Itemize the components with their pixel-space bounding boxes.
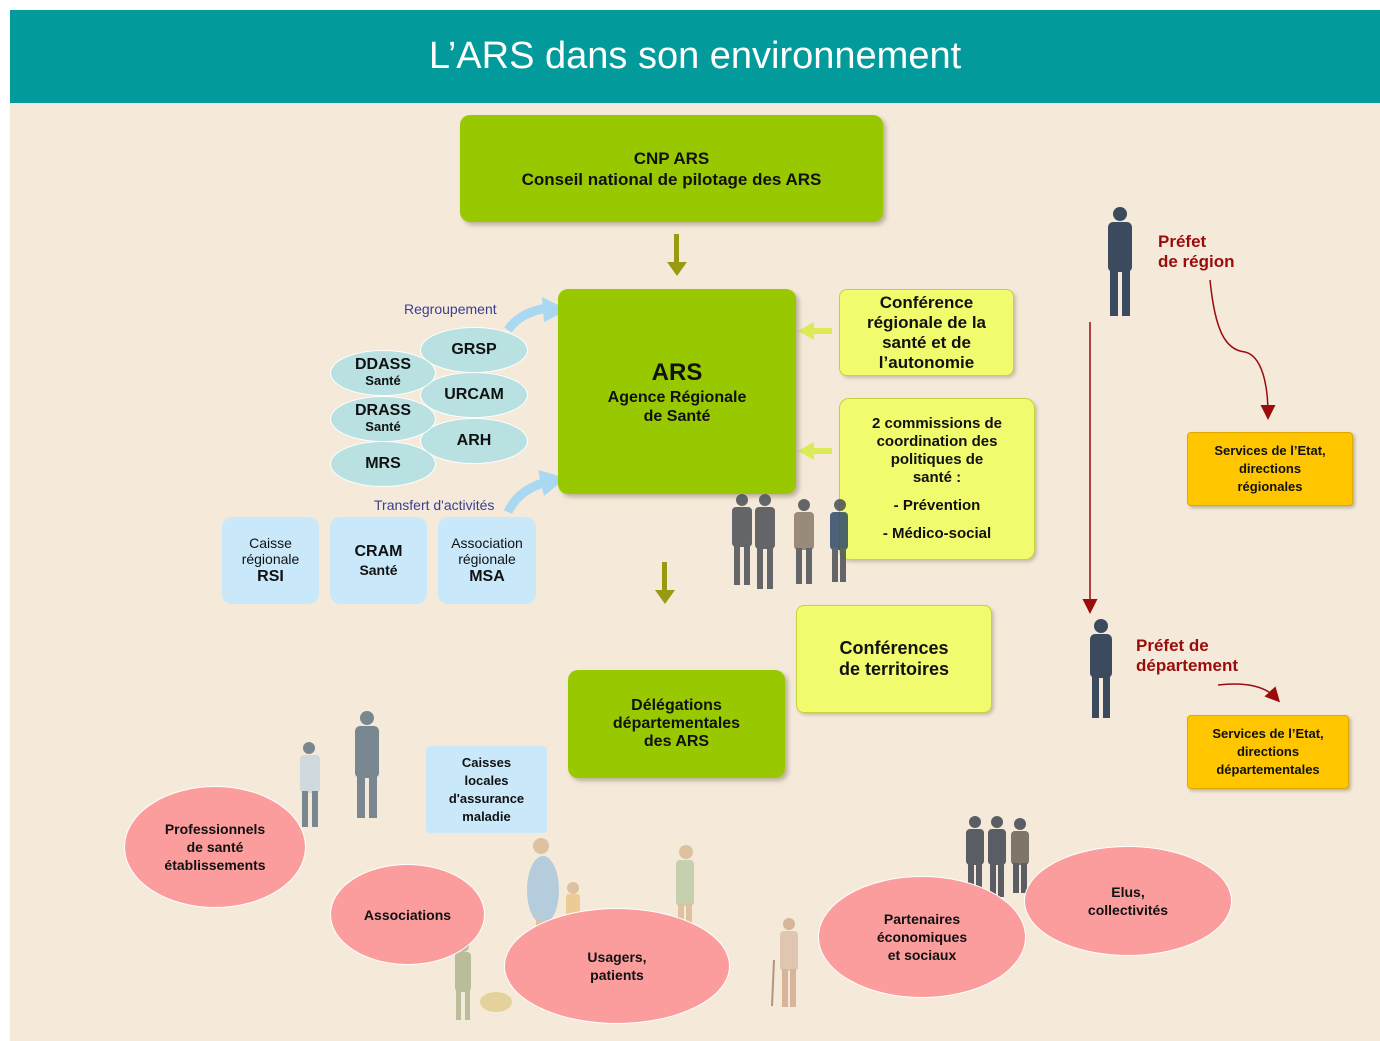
caisses-locales-line1: Caisses	[461, 754, 512, 770]
regroupement-arrow	[504, 297, 568, 333]
conference-line1: Conférence	[879, 292, 974, 312]
usagers-oval: Usagers, patients	[504, 908, 730, 1024]
elus-line2: collectivités	[1087, 902, 1169, 918]
services-regionaux-line3: régionales	[1237, 479, 1303, 494]
commissions-line4: santé :	[912, 469, 962, 486]
conferences-territoires-line1: Conférences	[839, 638, 949, 658]
urcam-label: URCAM	[444, 386, 504, 403]
ars-box: ARS Agence Régionale de Santé	[558, 289, 796, 494]
cnp-fullname: Conseil national de pilotage des ARS	[521, 169, 822, 189]
professionnels-line2: de santé	[186, 839, 244, 855]
transfert-label: Transfert d'activités	[374, 497, 495, 513]
cnp-acronym: CNP ARS	[633, 148, 710, 168]
ars-fullname-line1: Agence Régionale	[607, 388, 747, 406]
delegations-box: Délégations départementales des ARS	[568, 670, 785, 778]
professionnels-oval: Professionnels de santé établissements	[124, 786, 306, 908]
ars-acronym: ARS	[651, 358, 703, 386]
rsi-name: RSI	[257, 567, 284, 585]
partenaires-line2: économiques	[876, 929, 968, 945]
conferences-territoires-line2: de territoires	[838, 659, 950, 679]
commissions-item-medico-social: - Médico-social	[882, 525, 992, 542]
elus-oval: Elus, collectivités	[1024, 846, 1232, 956]
services-regionaux-line2: directions	[1238, 461, 1302, 476]
delegations-line1: Délégations	[631, 697, 722, 714]
conferences-territoires-box: Conférences de territoires	[796, 605, 992, 713]
msa-line1: Association	[451, 534, 523, 551]
prefet-region-curve	[1209, 279, 1276, 420]
partenaires-line1: Partenaires	[883, 911, 961, 927]
services-departementaux-line2: directions	[1236, 744, 1300, 759]
ddass-label: DDASS	[354, 356, 411, 373]
commissions-line3: politiques de	[890, 451, 984, 468]
delegations-line3: des ARS	[643, 733, 710, 750]
commissions-box: 2 commissions de coordination des politi…	[839, 398, 1035, 560]
cram-name: CRAM	[354, 542, 403, 560]
mrs-label: MRS	[365, 455, 401, 472]
prefet-region-line1: Préfet	[1158, 232, 1207, 251]
arh-oval: ARH	[420, 418, 528, 464]
services-regionaux-line1: Services de l’Etat,	[1214, 443, 1326, 458]
conference-regionale-box: Conférence régionale de la santé et de l…	[839, 289, 1014, 376]
professionnels-line3: établissements	[164, 857, 266, 873]
prefet-departement-label: Préfet de département	[1136, 636, 1238, 676]
rsi-line1: Caisse	[249, 534, 292, 551]
conference-line4: l’autonomie	[878, 352, 975, 372]
prefet-region-line2: de région	[1158, 252, 1235, 271]
prefet-departement-curve	[1217, 683, 1281, 703]
urcam-oval: URCAM	[420, 372, 528, 418]
grsp-label: GRSP	[451, 341, 497, 358]
arh-label: ARH	[456, 432, 492, 449]
conference-line2: régionale de la	[866, 312, 987, 332]
services-departementaux-box: Services de l’Etat, directions départeme…	[1187, 715, 1349, 789]
left-arrow-commissions	[798, 442, 832, 460]
ddass-sub: Santé	[365, 373, 401, 388]
usagers-line2: patients	[590, 967, 644, 983]
rsi-line2: régionale	[241, 550, 300, 567]
delegations-line2: départementales	[612, 715, 741, 732]
caisses-locales-line2: locales	[464, 772, 509, 788]
caisses-locales-line4: maladie	[462, 808, 511, 824]
regroupement-label: Regroupement	[404, 301, 497, 317]
drass-label: DRASS	[354, 402, 411, 419]
associations-label: Associations	[363, 906, 452, 923]
title-text: L’ARS dans son environnement	[428, 35, 962, 77]
commissions-item-prevention: - Prévention	[893, 497, 981, 514]
down-arrow-ars	[655, 562, 675, 604]
msa-name: MSA	[469, 567, 505, 585]
drass-sub: Santé	[365, 419, 401, 434]
services-regionaux-box: Services de l’Etat, directions régionale…	[1187, 432, 1353, 506]
drass-oval: DRASS Santé	[330, 396, 436, 442]
ars-fullname-line2: de Santé	[643, 407, 711, 425]
prefet-region-label: Préfet de région	[1158, 232, 1235, 272]
cram-box: CRAM Santé	[330, 517, 427, 604]
conference-line3: santé et de	[882, 332, 971, 352]
caisses-locales-line3: d'assurance	[448, 790, 525, 806]
commissions-line2: coordination des	[876, 433, 998, 450]
commissions-line1: 2 commissions de	[871, 415, 1003, 432]
caisses-locales-box: Caisses locales d'assurance maladie	[426, 746, 547, 833]
msa-box: Association régionale MSA	[438, 517, 536, 604]
left-arrow-conference	[798, 322, 832, 340]
prefet-departement-line2: département	[1136, 656, 1239, 675]
services-departementaux-line3: départementales	[1216, 762, 1320, 777]
down-arrow-cnp	[667, 234, 687, 276]
services-departementaux-line1: Services de l’Etat,	[1212, 726, 1324, 741]
grsp-oval: GRSP	[420, 327, 528, 373]
partenaires-oval: Partenaires économiques et sociaux	[818, 876, 1026, 998]
elus-line1: Elus,	[1111, 884, 1145, 900]
mrs-oval: MRS	[330, 441, 436, 487]
prefet-departement-line1: Préfet de	[1136, 636, 1209, 655]
associations-oval: Associations	[330, 864, 485, 965]
page-title: L’ARS dans son environnement	[10, 10, 1380, 103]
cram-sub: Santé	[359, 561, 398, 578]
ddass-oval: DDASS Santé	[330, 350, 436, 396]
cnp-ars-box: CNP ARS Conseil national de pilotage des…	[460, 115, 883, 222]
usagers-line1: Usagers,	[587, 949, 647, 965]
caisse-rsi-box: Caisse régionale RSI	[222, 517, 319, 604]
professionnels-line1: Professionnels	[164, 821, 266, 837]
msa-line2: régionale	[458, 550, 516, 567]
partenaires-line3: et sociaux	[887, 947, 957, 963]
